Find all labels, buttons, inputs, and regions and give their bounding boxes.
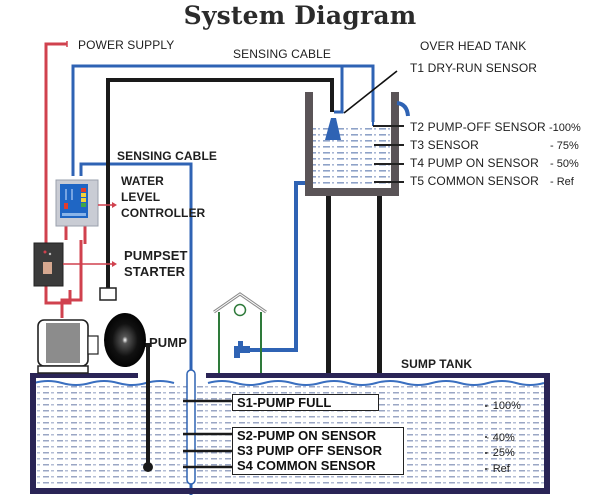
pump-icon: [99, 287, 146, 367]
t4-level: - 50%: [550, 158, 579, 170]
s4-level: · Ref: [486, 463, 510, 475]
over-head-tank-label: OVER HEAD TANK: [420, 39, 527, 53]
delivery-pipe: [106, 78, 334, 290]
s3-sensor-label: S3 PUMP OFF SENSOR: [237, 443, 382, 458]
level-ticks: [485, 405, 487, 470]
s2-sensor-label: S2-PUMP ON SENSOR: [237, 428, 377, 443]
starter-label-line2: STARTER: [124, 264, 186, 279]
t5-sensor-label: T5 COMMON SENSOR: [410, 174, 539, 188]
starter-label-line1: PUMPSET: [124, 248, 188, 263]
s4-sensor-label: S4 COMMON SENSOR: [237, 458, 376, 473]
starter-to-motor-wire: [60, 240, 83, 318]
t2-level: -100%: [549, 122, 581, 134]
s1-level: · 100%: [486, 400, 521, 412]
sensing-cable-top-label: SENSING CABLE: [233, 47, 331, 61]
house-icon: [213, 292, 267, 376]
sensing-cable-mid-label: SENSING CABLE: [117, 149, 217, 163]
t3-sensor-label: T3 SENSOR: [410, 138, 479, 152]
sump-sensor-probe: [183, 369, 232, 485]
s3-level: · 25%: [486, 447, 515, 459]
t2-sensor-label: T2 PUMP-OFF SENSOR: [410, 120, 546, 134]
pumpset-starter-device[interactable]: [33, 242, 117, 287]
water-level-controller-device[interactable]: [55, 179, 117, 227]
t5-level: - Ref: [550, 176, 574, 188]
s2-s4-sensor-box: S2-PUMP ON SENSOR S3 PUMP OFF SENSOR S4 …: [232, 427, 404, 475]
s1-sensor-label: S1-PUMP FULL: [232, 394, 379, 411]
t3-level: - 75%: [550, 140, 579, 152]
overhead-tank: [305, 70, 410, 376]
t4-sensor-label: T4 PUMP ON SENSOR: [410, 156, 539, 170]
controller-label-line2: LEVEL: [121, 190, 161, 204]
pump-label: PUMP: [149, 335, 187, 350]
sump-tank-label: SUMP TANK: [401, 357, 473, 371]
power-supply-label: POWER SUPPLY: [78, 38, 175, 52]
outlet-pipe: [250, 181, 305, 352]
sensing-cable-mid: [79, 162, 193, 495]
s2-level: · 40%: [486, 432, 515, 444]
foot-valve: [143, 462, 153, 472]
controller-label-line3: CONTROLLER: [121, 206, 206, 220]
page-title: System Diagram: [183, 1, 417, 30]
tap-icon: [234, 346, 250, 358]
t1-sensor-label: T1 DRY-RUN SENSOR: [410, 61, 538, 75]
motor: [37, 319, 99, 374]
controller-label-line1: WATER: [121, 174, 164, 188]
